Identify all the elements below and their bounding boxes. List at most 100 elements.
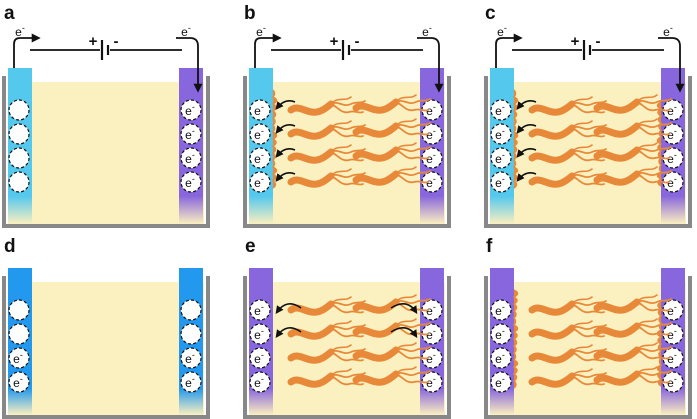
left-electron [8, 323, 30, 345]
left-electron [249, 323, 271, 345]
battery-positive-sign: + [89, 33, 98, 50]
left-electron [490, 371, 512, 393]
left-electron-label: e- [495, 326, 505, 342]
right-electron-label: e- [426, 174, 436, 190]
panel-e: e-e-e-e-e-e-e-e-e [243, 236, 451, 419]
bacterium [352, 118, 431, 138]
left-electron [249, 123, 271, 145]
bacterium [287, 168, 366, 188]
left-electron [249, 99, 271, 121]
left-electrode [8, 68, 32, 224]
panel-label-a: a [4, 3, 15, 24]
right-electron-label: e- [185, 374, 195, 390]
left-electron [8, 123, 30, 145]
electron-transfer-arrow [516, 148, 537, 158]
panel-c: e-e-e-e-e-e-e-e-+-e-e-c [484, 3, 692, 228]
right-electron-label: e- [667, 374, 677, 390]
right-electron-label: e- [426, 302, 436, 318]
left-electron [249, 347, 271, 369]
left-electron-label: e- [254, 102, 264, 118]
bacterium [287, 296, 366, 316]
left-electron [490, 323, 512, 345]
left-electron-label: e- [495, 102, 505, 118]
right-electron-label: e- [185, 150, 195, 166]
bacterium [528, 296, 607, 316]
panel-label-c: c [485, 3, 496, 24]
electron-transfer-arrow [390, 303, 418, 315]
left-electron [249, 171, 271, 193]
right-electron [180, 323, 202, 345]
right-electrode [179, 68, 203, 224]
battery-negative-sign: - [355, 33, 360, 50]
panel-label-b: b [244, 3, 256, 24]
right-electron-label: e- [185, 126, 195, 142]
left-electron [249, 147, 271, 169]
electron-transfer-arrow [390, 327, 418, 339]
left-electron-label: e- [254, 350, 264, 366]
left-electron [490, 171, 512, 193]
right-wire-electron-label: e- [422, 23, 432, 39]
panel-f: e-e-e-e-e-e-e-e-f [484, 236, 692, 419]
right-wire-arrow [176, 37, 203, 93]
bacterium [593, 318, 672, 338]
bacterium [528, 168, 607, 188]
right-wire-arrow [417, 37, 444, 93]
battery-negative-sign: - [114, 33, 119, 50]
right-electron-label: e- [667, 174, 677, 190]
bacterium [352, 94, 431, 114]
panel-label-f: f [486, 236, 493, 257]
container-wall [484, 76, 692, 228]
bacterium [287, 320, 366, 340]
right-electron-label: e- [185, 102, 195, 118]
left-electron-label: e- [495, 302, 505, 318]
right-wire-electron-label: e- [181, 23, 191, 39]
left-electron [8, 99, 30, 121]
electrolyte [8, 282, 204, 417]
bacterium [352, 366, 431, 386]
bacterium [528, 120, 607, 140]
left-wire-arrow [254, 33, 282, 68]
bacterium [593, 342, 672, 362]
right-electron-label: e- [667, 350, 677, 366]
bacterium [352, 142, 431, 162]
battery-positive-sign: + [571, 33, 580, 50]
left-electrode [490, 68, 514, 224]
electron-transfer-arrow [516, 172, 537, 182]
left-wire-arrow [495, 33, 523, 68]
left-electron [490, 299, 512, 321]
right-electrode [661, 68, 685, 224]
right-wire-electron-label: e- [663, 23, 673, 39]
right-electron-label: e- [667, 326, 677, 342]
left-electron-label: e- [495, 374, 505, 390]
electron-transfer-arrow [275, 172, 296, 182]
electrolyte [8, 82, 204, 226]
left-wire-electron-label: e- [497, 23, 507, 39]
bacterium [593, 166, 672, 186]
container-wall [243, 76, 451, 228]
panel-b: e-e-e-e-e-e-e-e-+-e-e-b [243, 3, 451, 228]
bacterium [287, 344, 366, 364]
electron-transfer-arrow [275, 303, 302, 314]
right-electron-label: e- [667, 126, 677, 142]
right-electron [180, 371, 202, 393]
left-electron-label: e- [495, 174, 505, 190]
right-electron-label: e- [426, 374, 436, 390]
left-electron-label: e- [495, 350, 505, 366]
left-electron-label: e- [254, 150, 264, 166]
left-electrode [249, 68, 273, 224]
right-electron [180, 147, 202, 169]
bacterium [528, 344, 607, 364]
battery-negative-sign: - [596, 33, 601, 50]
left-electron-label: e- [254, 174, 264, 190]
left-electron [490, 347, 512, 369]
left-electron-label: e- [254, 126, 264, 142]
panel-d: e-e-e-e-d [2, 236, 210, 419]
container-wall [484, 276, 692, 419]
right-electron-label: e- [667, 150, 677, 166]
container-wall [243, 276, 451, 419]
bacterium [352, 342, 431, 362]
right-electron-label: e- [426, 102, 436, 118]
left-electron-label: e- [254, 374, 264, 390]
left-wire-electron-label: e- [15, 23, 25, 39]
